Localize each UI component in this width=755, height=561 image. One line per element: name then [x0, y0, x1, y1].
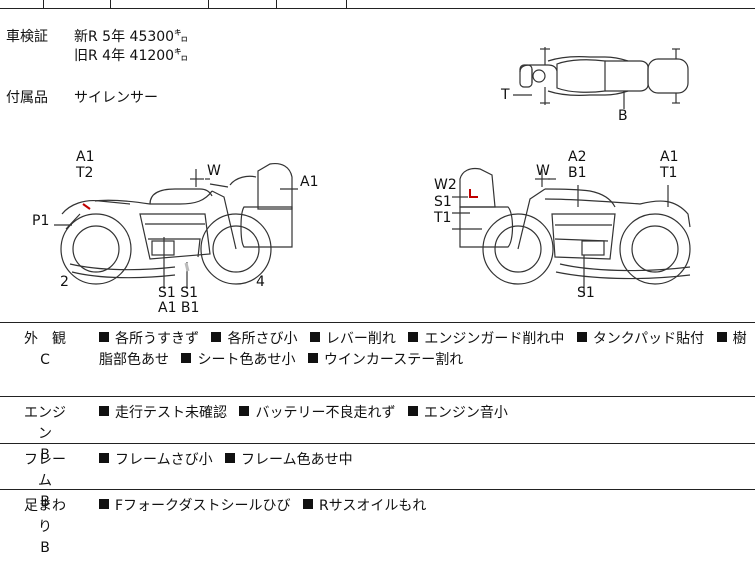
right-a1-label: A1: [660, 149, 679, 165]
header-strip: [0, 0, 755, 9]
category-suspension: 足まわり B: [24, 498, 66, 556]
left-a1-label: A1: [76, 149, 95, 165]
left-side-view-icon: [54, 162, 298, 289]
row-exterior: 外 観 C 各所うすきず 各所さび小 レバー削れ エンジンガード削れ中 タンクパ…: [0, 323, 755, 397]
category-frame: フレーム B: [24, 452, 66, 510]
row-frame: フレーム B フレームさび小 フレーム色あせ中: [0, 444, 755, 510]
left-num2-label: 2: [60, 274, 69, 290]
condition-item: バッテリー不良走れず: [239, 405, 395, 421]
bullet-square-icon: [307, 353, 318, 363]
top-t-label: T: [501, 87, 510, 103]
bullet-square-icon: [309, 332, 320, 342]
bullet-square-icon: [99, 499, 109, 509]
shaken-new: 新R 5年 45300㌔: [74, 29, 189, 45]
right-a2-label: A2: [568, 149, 587, 165]
detail-engine: 走行テスト未確認 バッテリー不良走れず エンジン音小: [99, 403, 747, 424]
left-p1-label: P1: [32, 213, 50, 229]
condition-item: Fフォークダストシールひび: [99, 498, 291, 514]
left-t2-label: T2: [76, 165, 94, 181]
right-t1-label: T1: [434, 210, 452, 226]
left-a1-rear-label: A1: [300, 174, 319, 190]
condition-item: 各所うすきず: [99, 331, 199, 347]
accessories-label: 付属品: [6, 90, 48, 106]
condition-item: 走行テスト未確認: [99, 405, 227, 421]
condition-item: Rサスオイルもれ: [302, 498, 426, 514]
left-a1b1-label: A1 B1: [158, 300, 200, 316]
category-exterior: 外 観 C: [24, 331, 66, 368]
detail-exterior: 各所うすきず 各所さび小 レバー削れ エンジンガード削れ中 タンクパッド貼付 樹…: [99, 329, 747, 371]
diagram-area: 車検証 新R 5年 45300㌔ 旧R 4年 41200㌔ 付属品 サイレンサー: [0, 9, 755, 323]
condition-item: エンジンガード削れ中: [408, 331, 564, 347]
detail-frame: フレームさび小 フレーム色あせ中: [99, 450, 747, 471]
detail-suspension: Fフォークダストシールひび Rサスオイルもれ: [99, 496, 747, 517]
right-s1-bottom-label: S1: [577, 285, 595, 301]
condition-item: フレーム色あせ中: [225, 452, 353, 468]
right-s1-label: S1: [434, 194, 452, 210]
top-b-label: B: [618, 108, 628, 124]
bullet-square-icon: [225, 453, 236, 463]
condition-item: タンクパッド貼付: [576, 331, 704, 347]
condition-item: フレームさび小: [99, 452, 213, 468]
accessories-value: サイレンサー: [74, 90, 158, 106]
right-w2-label: W2: [434, 177, 457, 193]
shaken-old: 旧R 4年 41200㌔: [74, 48, 189, 64]
bullet-square-icon: [302, 499, 313, 509]
bullet-square-icon: [181, 353, 192, 363]
left-w-label: W: [207, 163, 221, 179]
bullet-square-icon: [576, 332, 587, 342]
right-b1-label: B1: [568, 165, 587, 181]
bullet-square-icon: [716, 332, 727, 342]
row-engine: エンジン B 走行テスト未確認 バッテリー不良走れず エンジン音小: [0, 397, 755, 463]
bullet-square-icon: [99, 332, 109, 342]
motorcycle-diagrams: [54, 47, 691, 294]
bullet-square-icon: [408, 332, 419, 342]
bullet-square-icon: [99, 453, 109, 463]
condition-item: 樹脂部色あせ: [99, 331, 747, 368]
row-suspension: 足まわり B Fフォークダストシールひび Rサスオイルもれ: [0, 490, 755, 561]
left-num4-label: 4: [256, 274, 265, 290]
condition-item: レバー削れ: [309, 331, 396, 347]
condition-item: エンジン音小: [407, 405, 508, 421]
right-side-view-icon: [452, 167, 691, 294]
condition-item: 各所さび小: [211, 331, 297, 347]
bullet-square-icon: [99, 406, 109, 416]
bullet-square-icon: [407, 406, 418, 416]
top-view-icon: [513, 47, 689, 109]
bullet-square-icon: [239, 406, 250, 416]
right-t1-top-label: T1: [660, 165, 678, 181]
right-w-label: W: [536, 163, 550, 179]
left-s1s1-label: S1 S1: [158, 285, 199, 301]
condition-item: シート色あせ小: [181, 352, 295, 368]
bullet-square-icon: [211, 332, 222, 342]
condition-item: ウインカーステー割れ: [307, 352, 463, 368]
shaken-label: 車検証: [6, 29, 48, 45]
category-engine: エンジン B: [24, 405, 66, 463]
